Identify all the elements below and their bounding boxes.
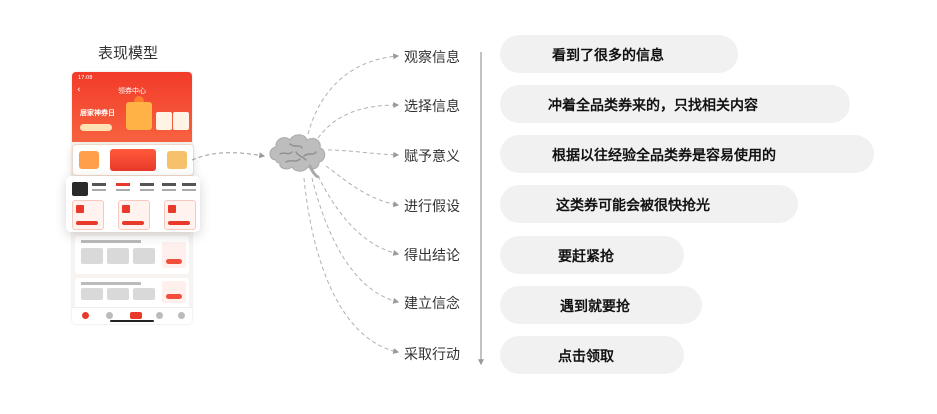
coupon-popup	[72, 144, 194, 176]
model-title: 表现模型	[98, 44, 159, 62]
bubble-text: 遇到就要抢	[560, 299, 630, 315]
connector-step-2	[317, 102, 400, 139]
bubble-1: 看到了很多的信息	[500, 35, 738, 73]
bubble-4: 这类券可能会被很快抢光	[500, 185, 798, 223]
banner-button	[80, 124, 112, 131]
bubble-text: 要赶紧抢	[558, 249, 614, 265]
banner-title: 居家神券日	[80, 109, 115, 117]
connector-step-4	[325, 165, 400, 208]
bubble-text: 根据以往经验全品类券是容易使用的	[552, 148, 776, 164]
nav-title: 领券中心	[118, 87, 146, 95]
bubble-2: 冲着全品类券来的，只找相关内容	[500, 85, 850, 123]
home-indicator	[110, 320, 154, 322]
step-belief: 建立信念	[404, 296, 460, 312]
step-meaning: 赋予意义	[404, 149, 460, 165]
bubble-text: 冲着全品类券来的，只找相关内容	[548, 98, 758, 114]
banner-coupon	[173, 112, 189, 130]
brain-icon	[269, 134, 326, 178]
step-action: 采取行动	[404, 347, 460, 363]
bubble-7: 点击领取	[500, 336, 684, 374]
back-arrow-icon: ‹	[77, 85, 81, 95]
list-item	[75, 236, 189, 274]
step-hypothesis: 进行假设	[404, 199, 460, 215]
banner-coupon	[156, 112, 172, 130]
step-select: 选择信息	[404, 99, 460, 115]
bubble-6: 遇到就要抢	[500, 286, 702, 324]
connector-step-7	[303, 177, 400, 354]
connector-step-6	[311, 177, 400, 304]
connector-step-3	[327, 149, 400, 158]
gift-box-icon	[126, 102, 152, 130]
connector-step-5	[317, 175, 400, 256]
bubble-text: 这类券可能会被很快抢光	[556, 198, 710, 214]
step-observe: 观察信息	[404, 50, 460, 66]
bubble-text: 看到了很多的信息	[552, 48, 664, 64]
connector-phone-brain	[191, 152, 266, 161]
tab-bar	[72, 307, 192, 324]
list-item	[75, 278, 189, 308]
gift-ornament-icon	[134, 96, 144, 106]
step-conclusion: 得出结论	[404, 248, 460, 264]
bubble-text: 点击领取	[558, 349, 614, 365]
status-time: 17:08	[78, 75, 93, 81]
connector-step-1	[307, 53, 400, 135]
bubble-5: 要赶紧抢	[500, 236, 684, 274]
flash-sale-card	[66, 176, 200, 232]
bubble-3: 根据以往经验全品类券是容易使用的	[500, 135, 874, 173]
